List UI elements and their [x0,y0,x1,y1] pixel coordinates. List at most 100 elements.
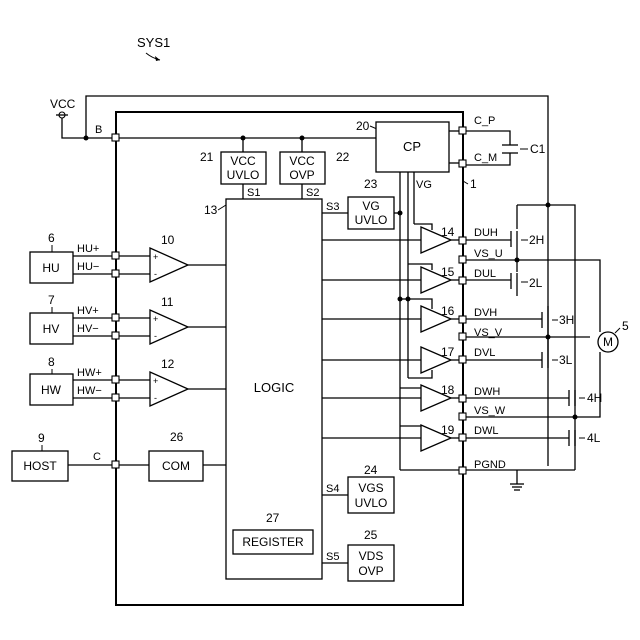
hv-sensor-label: HV [43,322,60,336]
pin-b-label: B [95,124,102,136]
system-ref-label: SYS1 [137,35,170,50]
pin-pgnd [459,467,466,474]
driver-16-junction-b [406,297,411,302]
driver-14-ref: 14 [441,225,455,239]
driver-15-supply [408,264,432,270]
pin-dvh [459,316,466,323]
vcc-ovp-line2: OVP [289,168,314,182]
s3-label: S3 [326,201,339,213]
pin-pgnd-label: PGND [474,459,506,471]
pin-vs-w-label: VS_W [474,405,506,417]
pin-hw-minus [112,394,119,401]
fet-3h-label: 3H [559,313,574,327]
driver-17-supply [408,370,432,378]
driver-16-ref: 16 [441,304,455,318]
pin-duh [459,237,466,244]
host-label: HOST [23,459,57,473]
vg-uvlo-line2: UVLO [355,213,388,227]
pin-hw-minus-label: HW− [77,385,102,397]
driver-15-ref: 15 [441,265,455,279]
chip-ref-label: 1 [470,177,477,191]
comp-w-ref: 12 [161,357,175,371]
fet-4l-label: 4L [587,431,601,445]
comp-u-ref: 10 [161,233,175,247]
comp-w-minus-sign: - [154,393,157,403]
hu-sensor-label: HU [42,261,59,275]
cp-ref-label: 20 [356,119,370,133]
pin-cm-label-alt: C_M [474,152,497,164]
vds-ovp-line1: VDS [359,549,384,563]
driver-16-junction [398,297,403,302]
pin-hw-plus-label: HW+ [77,367,102,379]
com-label: COM [162,459,190,473]
com-ref: 26 [170,430,184,444]
pin-dwh-label: DWH [474,386,500,398]
motor-label: M [603,335,613,349]
hv-ref: 7 [48,293,55,307]
vgs-uvlo-line1: VGS [358,481,383,495]
s4-label: S4 [326,483,339,495]
register-label: REGISTER [242,535,304,549]
pin-vs-v [459,333,466,340]
vcc-ovp-ref: 22 [336,150,350,164]
driver-16-supply [400,299,432,309]
comp-u-plus-sign: + [153,252,158,262]
logic-label: LOGIC [254,380,294,395]
vgs-uvlo-line2: UVLO [355,496,388,510]
pin-dwl-label: DWL [474,425,498,437]
pin-duh-label: DUH [474,227,498,239]
driver-17-ref: 17 [441,345,455,359]
vg-uvlo-line1: VG [362,199,379,213]
pin-c [112,461,119,468]
hw-sensor-label: HW [41,383,62,397]
logic-ref-leader [218,205,226,210]
driver-19-ref: 19 [441,423,455,437]
vcc-wire [62,118,112,138]
motor-ref-leader [615,328,620,333]
cp-label: CP [403,139,421,154]
vcc-label: VCC [50,97,76,111]
pin-hv-plus [112,314,119,321]
fet-2h-label: 2H [529,233,544,247]
hw-ref: 8 [48,355,55,369]
phase-w-junction [573,415,578,420]
pin-dvl [459,356,466,363]
pin-cm [459,160,466,167]
comp-v-minus-sign: - [154,331,157,341]
vcc-uvlo-line1: VCC [230,154,256,168]
vgs-uvlo-ref: 24 [364,463,378,477]
comp-v-plus-sign: + [153,314,158,324]
pin-dwl [459,434,466,441]
fet-3l-label: 3L [559,353,573,367]
host-ref: 9 [38,431,45,445]
vcc-ovp-junction [300,136,305,141]
vcc-uvlo-line2: UVLO [227,168,260,182]
pin-hu-plus-label: HU+ [77,243,99,255]
vg-uvlo-ref: 23 [364,177,378,191]
vcc-junction [84,136,89,141]
capacitor-c1-label: C1 [530,142,546,156]
pin-vs-u [459,256,466,263]
pin-dul [459,277,466,284]
pin-vs-u-label: VS_U [474,248,503,260]
pin-hv-plus-label: HV+ [77,305,99,317]
pin-hu-minus-label: HU− [77,261,99,273]
pin-dvl-label: DVL [474,347,495,359]
s5-label: S5 [326,551,339,563]
register-ref: 27 [266,511,280,525]
pin-vs-w [459,413,466,420]
driver-18-ref: 18 [441,383,455,397]
pin-hv-minus-label: HV− [77,323,99,335]
pin-hw-plus [112,376,119,383]
pin-dul-label: DUL [474,268,496,280]
s1-label: S1 [247,187,260,199]
vds-ovp-ref: 25 [364,528,378,542]
pin-dwh [459,395,466,402]
comp-w-plus-sign: + [153,376,158,386]
pin-hv-minus [112,332,119,339]
vg-label: VG [416,179,432,191]
comp-v-ref: 11 [161,295,174,309]
comp-u-minus-sign: - [154,269,157,279]
vcc-ovp-line1: VCC [289,154,315,168]
